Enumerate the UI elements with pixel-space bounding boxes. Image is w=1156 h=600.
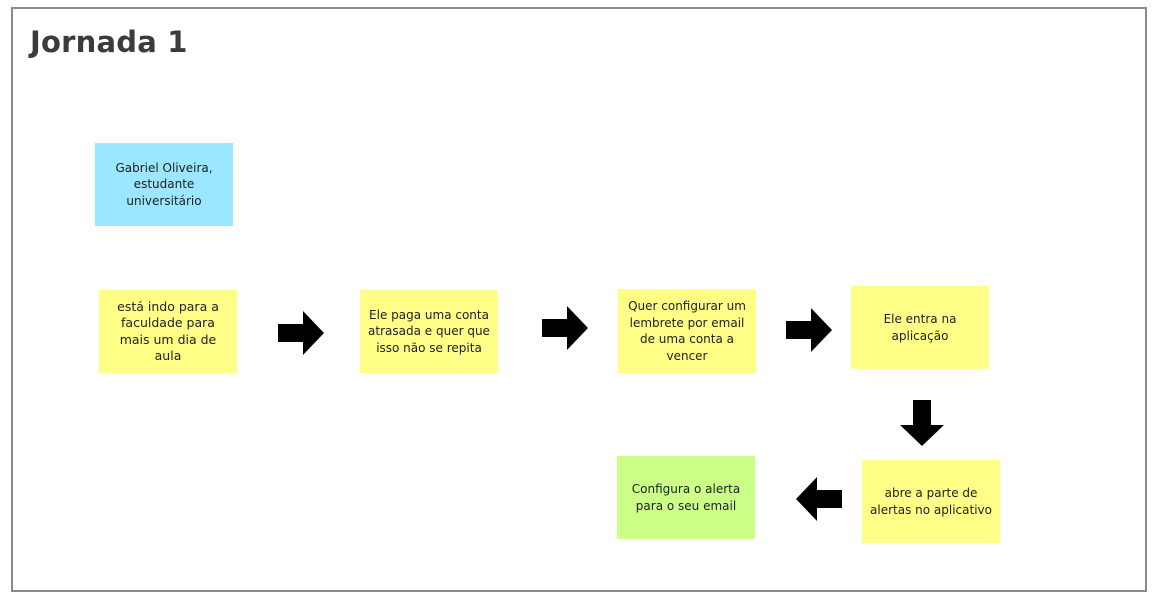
- whiteboard-canvas[interactable]: Jornada 1 Gabriel Oliveira, estudante un…: [11, 7, 1147, 592]
- board-title: Jornada 1: [30, 25, 188, 59]
- arrow-step5-step6-icon[interactable]: [796, 476, 842, 522]
- step5-note-text: abre a parte de alertas no aplicativo: [870, 486, 992, 517]
- step3-note-text: Quer configurar um lembrete por email de…: [628, 299, 746, 363]
- step4-note-text: Ele entra na aplicação: [883, 312, 957, 343]
- arrow-step1-step2-icon[interactable]: [278, 310, 324, 356]
- step6-note-text: Configura o alerta para o seu email: [631, 482, 741, 513]
- persona-note-text: Gabriel Oliveira, estudante universitári…: [115, 160, 213, 208]
- arrow-step4-step5-icon[interactable]: [899, 400, 945, 446]
- step1-sticky-note[interactable]: está indo para a faculdade para mais um …: [99, 290, 237, 373]
- step5-sticky-note[interactable]: abre a parte de alertas no aplicativo: [862, 460, 1000, 543]
- step1-note-text: está indo para a faculdade para mais um …: [117, 298, 219, 364]
- step6-sticky-note[interactable]: Configura o alerta para o seu email: [617, 456, 755, 539]
- arrow-step2-step3-icon[interactable]: [542, 305, 588, 351]
- step3-sticky-note[interactable]: Quer configurar um lembrete por email de…: [618, 289, 756, 373]
- persona-sticky-note[interactable]: Gabriel Oliveira, estudante universitári…: [95, 143, 233, 226]
- step2-note-text: Ele paga uma conta atrasada e quer que i…: [368, 307, 490, 355]
- step4-sticky-note[interactable]: Ele entra na aplicação: [851, 286, 989, 369]
- step2-sticky-note[interactable]: Ele paga uma conta atrasada e quer que i…: [360, 290, 498, 373]
- arrow-step3-step4-icon[interactable]: [786, 307, 832, 353]
